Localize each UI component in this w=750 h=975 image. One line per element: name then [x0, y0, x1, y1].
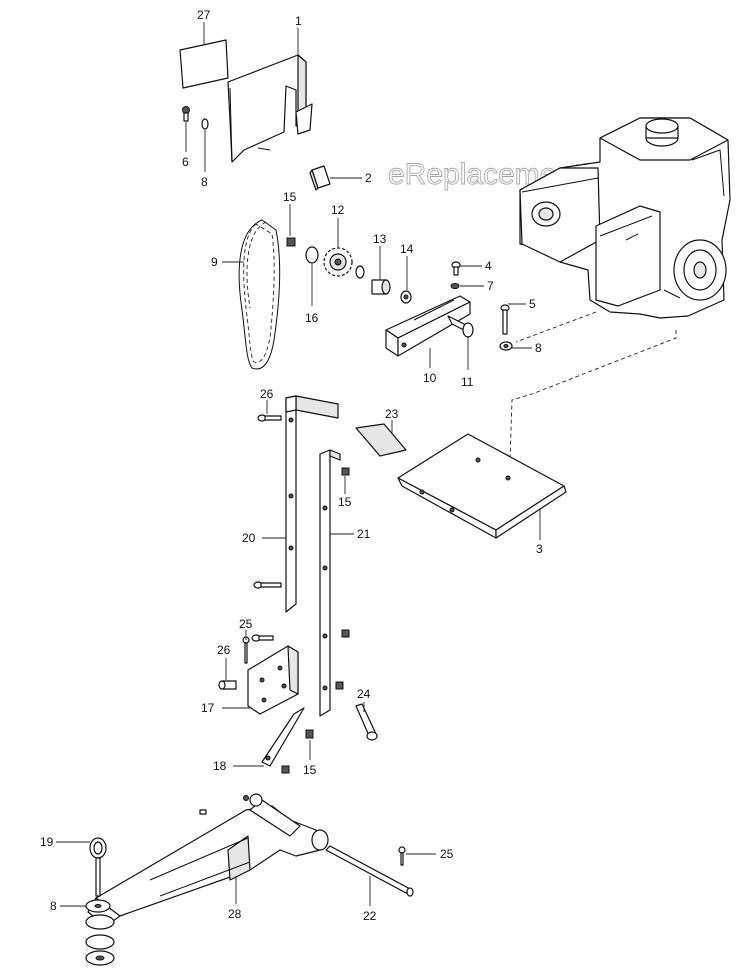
part-13-spacer[interactable]: [355, 265, 391, 295]
part-26-bolt-upper[interactable]: [257, 414, 282, 422]
part-1-chain-guard[interactable]: [227, 54, 313, 163]
callout-25-upper: 25: [239, 617, 253, 631]
callout-14: 14: [400, 242, 414, 256]
callout-26-lower: 26: [217, 643, 231, 657]
callout-26-upper: 26: [260, 387, 274, 401]
part-21-upright-right[interactable]: [319, 449, 341, 717]
nut-link-lower[interactable]: [281, 765, 290, 774]
engine[interactable]: [519, 117, 731, 319]
part-16-washer[interactable]: [305, 246, 319, 264]
callout-8-lower: 8: [50, 899, 57, 913]
callout-25-lower: 25: [440, 847, 454, 861]
part-27-decal[interactable]: [179, 39, 229, 89]
callout-labels: 27 1 6 8 2 15 12 9 16 13 14 4 7 5 8 10 1…: [40, 8, 543, 923]
callout-21: 21: [357, 527, 371, 541]
callout-15-link: 15: [303, 763, 317, 777]
callout-8-upper: 8: [201, 175, 208, 189]
part-3-base-plate[interactable]: [397, 433, 567, 539]
part-25-pin-lower[interactable]: [398, 846, 406, 866]
part-4-bolt[interactable]: [451, 261, 461, 276]
part-7-washer[interactable]: [450, 283, 460, 289]
part-15-nut-upper[interactable]: [286, 237, 296, 247]
callout-1: 1: [295, 14, 302, 28]
part-20-upright-left[interactable]: [285, 395, 339, 613]
part-8-washer-lower[interactable]: [85, 899, 111, 913]
callout-3: 3: [536, 542, 543, 556]
part-15-nut-link[interactable]: [305, 729, 314, 739]
callout-28: 28: [228, 907, 242, 921]
part-18-link[interactable]: [261, 707, 305, 767]
part-15-nut-right-b[interactable]: [341, 629, 350, 638]
part-8-washer-upper[interactable]: [201, 118, 209, 130]
callout-24: 24: [357, 687, 371, 701]
part-14-washer[interactable]: [400, 290, 412, 304]
callout-4: 4: [485, 259, 492, 273]
part-2-block[interactable]: [309, 165, 331, 191]
leader-lines: [56, 22, 541, 907]
part-5-bolt[interactable]: [500, 304, 510, 335]
part-10-bracket[interactable]: [385, 295, 471, 357]
callout-7: 7: [487, 279, 494, 293]
callout-17: 17: [201, 701, 215, 715]
part-9-chain[interactable]: [238, 219, 281, 370]
callout-15-upper: 15: [283, 190, 297, 204]
callout-15-right: 15: [338, 495, 352, 509]
callout-12: 12: [331, 203, 345, 217]
bolt-left-lower[interactable]: [253, 581, 282, 589]
part-22-shaft[interactable]: [325, 845, 414, 897]
part-26-bolt-lower[interactable]: [218, 680, 237, 690]
callout-5: 5: [529, 297, 536, 311]
engine-mount-path: [509, 330, 677, 461]
part-23-pad[interactable]: [355, 423, 407, 457]
callout-16: 16: [305, 311, 319, 325]
callout-20: 20: [242, 531, 256, 545]
callout-13: 13: [373, 232, 387, 246]
part-6-bolt-upper[interactable]: [182, 106, 190, 122]
callout-22: 22: [363, 909, 377, 923]
callout-10: 10: [423, 371, 437, 385]
part-17-plate[interactable]: [247, 645, 299, 715]
part-24-axle[interactable]: [355, 703, 378, 741]
part-15-nut-right[interactable]: [341, 467, 350, 476]
nut-right-middle[interactable]: [335, 681, 344, 690]
callout-23: 23: [385, 407, 399, 421]
callout-18: 18: [213, 759, 227, 773]
part-19-pin[interactable]: [89, 837, 107, 897]
engine-bolt-path: [515, 311, 597, 343]
part-8-washer-engine[interactable]: [499, 341, 513, 351]
callout-27: 27: [197, 8, 211, 22]
callout-2: 2: [365, 171, 372, 185]
callout-19: 19: [40, 835, 54, 849]
callout-6: 6: [182, 155, 189, 169]
callout-8-engine: 8: [535, 341, 542, 355]
part-12-sprocket[interactable]: [323, 247, 353, 277]
part-28-frame[interactable]: [85, 793, 329, 966]
callout-9: 9: [211, 255, 218, 269]
callout-11: 11: [461, 375, 474, 389]
bolt-plate-upper[interactable]: [251, 634, 274, 642]
